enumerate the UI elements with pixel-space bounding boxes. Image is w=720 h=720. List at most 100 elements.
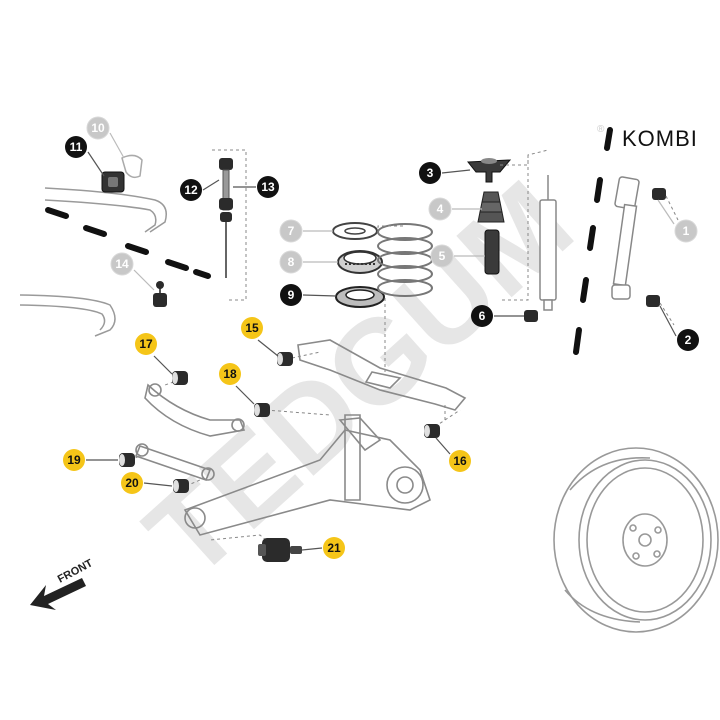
- bushing-18: [254, 403, 270, 417]
- top-mount: [466, 158, 512, 183]
- callout-number: 19: [67, 453, 81, 467]
- callout-17: 17: [135, 333, 173, 375]
- callout-4: 4: [428, 197, 482, 221]
- callout-leader: [301, 547, 323, 551]
- stabilizer-dash: [45, 207, 211, 279]
- callout-number: 18: [223, 367, 237, 381]
- callout-badge: [471, 305, 493, 327]
- spring-seat-top: [332, 222, 378, 240]
- callout-16: 16: [435, 437, 471, 472]
- callout-badge: [280, 284, 302, 306]
- shock-leader: [500, 149, 549, 301]
- callout-8: 8: [279, 250, 338, 274]
- callout-11: 11: [65, 136, 105, 177]
- callout-6: 6: [471, 305, 524, 327]
- callout-number: 7: [288, 224, 295, 238]
- callout-9: 9: [280, 284, 337, 306]
- callout-badge: [63, 449, 85, 471]
- callout-badge: [219, 363, 241, 385]
- callout-7: 7: [279, 219, 333, 243]
- callout-2: 2: [659, 305, 699, 351]
- callout-badge: [257, 176, 279, 198]
- callout-number: 20: [125, 476, 139, 490]
- callout-number: 15: [245, 321, 259, 335]
- callout-number: 3: [427, 166, 434, 180]
- callout-badge: [241, 317, 263, 339]
- callout-5: 5: [430, 244, 485, 268]
- stabilizer-bar: [19, 187, 167, 337]
- kombi-leader: [659, 195, 679, 326]
- callout-leader: [435, 437, 451, 455]
- callout-10: 10: [86, 116, 125, 159]
- bushing-19: [119, 453, 135, 467]
- callout-number: 5: [439, 249, 446, 263]
- rear-axle-assembly: [134, 339, 467, 536]
- callout-badge: [677, 329, 699, 351]
- callout-badge: [180, 179, 202, 201]
- callout-number: 10: [91, 121, 105, 135]
- callout-badge: [419, 162, 441, 184]
- dust-boot: [484, 229, 500, 275]
- callout-number: 13: [261, 180, 275, 194]
- callout-20: 20: [121, 472, 173, 494]
- callout-badge: [121, 472, 143, 494]
- callout-leader: [657, 199, 675, 225]
- callout-leader: [659, 305, 677, 337]
- callout-18: 18: [219, 363, 255, 405]
- bushing-15: [277, 352, 293, 366]
- callout-badge: [65, 136, 87, 158]
- callout-leader: [302, 294, 337, 297]
- callout-15: 15: [241, 317, 279, 357]
- callout-1: 1: [657, 199, 698, 243]
- callout-number: 14: [115, 257, 129, 271]
- callout-badge: [428, 197, 452, 221]
- callout-number: 16: [453, 454, 467, 468]
- kombi-bushing-bottom: [646, 295, 660, 307]
- callout-badge: [323, 537, 345, 559]
- callout-number: 11: [70, 140, 83, 154]
- bushing-20: [173, 479, 189, 493]
- callout-leader: [235, 385, 255, 405]
- callout-leader: [143, 482, 173, 487]
- bushing-17: [172, 371, 188, 385]
- stabilizer-bracket: [121, 154, 143, 179]
- callout-number: 17: [139, 337, 153, 351]
- callout-21: 21: [301, 537, 345, 559]
- callout-number: 1: [683, 224, 690, 238]
- bump-stop: [477, 191, 505, 223]
- callout-badge: [449, 450, 471, 472]
- callout-leader: [153, 355, 173, 375]
- callout-badge: [135, 333, 157, 355]
- callout-leader: [109, 132, 125, 159]
- callout-3: 3: [419, 162, 471, 184]
- callout-badge: [110, 252, 134, 276]
- bushing-16: [424, 424, 440, 438]
- callout-12: 12: [180, 179, 220, 201]
- callout-leader: [133, 269, 155, 291]
- callout-leader: [257, 339, 279, 357]
- variant-label: KOMBI: [622, 126, 698, 151]
- spring-bearing: [337, 250, 383, 274]
- callout-number: 21: [327, 541, 341, 555]
- callout-leader: [202, 179, 220, 191]
- callout-number: 8: [288, 255, 295, 269]
- front-arrow: FRONT: [30, 557, 95, 610]
- callout-badge: [674, 219, 698, 243]
- end-link-leader: [212, 149, 247, 301]
- spring-leader: [377, 225, 405, 372]
- shock-absorber: [539, 175, 557, 311]
- callout-number: 4: [437, 202, 444, 216]
- callout-leader: [441, 169, 471, 174]
- callout-14: 14: [110, 252, 155, 291]
- callout-19: 19: [63, 449, 118, 471]
- callout-number: 2: [685, 333, 692, 347]
- end-link: [219, 158, 233, 278]
- callout-number: 6: [479, 309, 486, 323]
- callout-badge: [430, 244, 454, 268]
- kombi-bushing-top: [652, 188, 666, 200]
- stabilizer-link: [153, 281, 167, 307]
- brake-drum: [553, 447, 719, 633]
- callout-badge: [86, 116, 110, 140]
- kombi-shock: [611, 176, 640, 300]
